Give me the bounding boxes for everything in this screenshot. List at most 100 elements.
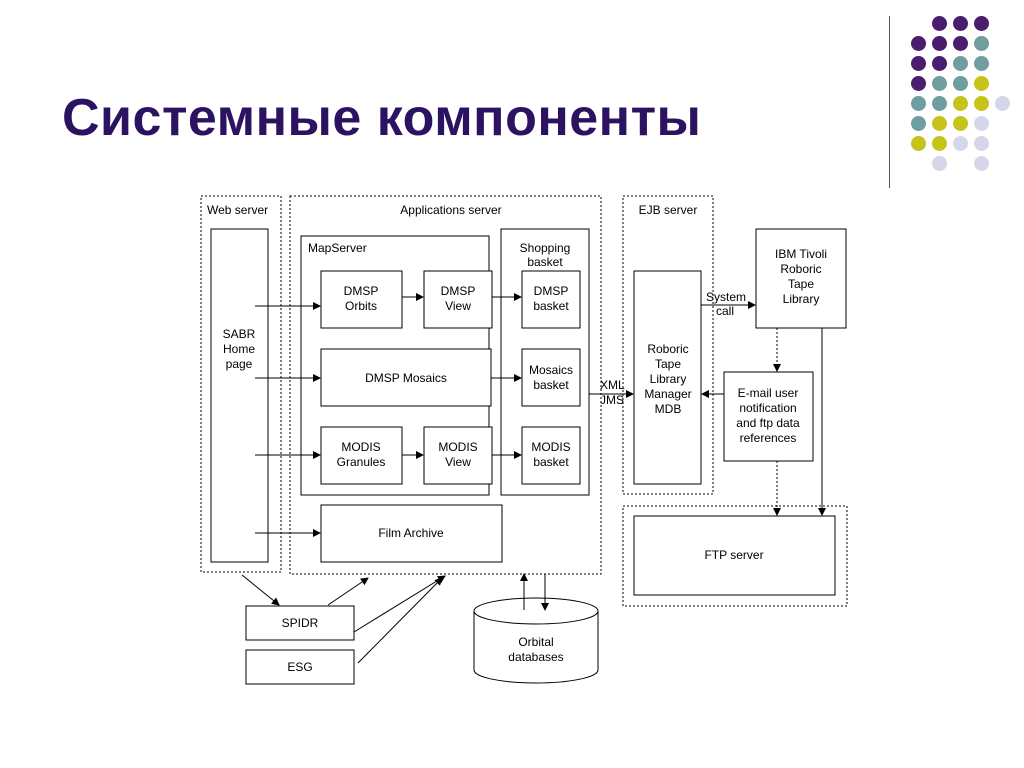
sabr-label-2: Home <box>223 342 255 356</box>
orbital-databases-label-2: databases <box>508 650 563 664</box>
xml-label: XML <box>600 378 625 392</box>
modis-view-label-2: View <box>445 455 471 469</box>
roboric-tape-library-manager-box <box>633 270 702 485</box>
decorative-dot <box>932 76 947 91</box>
decorative-dot <box>953 96 968 111</box>
modis-basket-label-2: basket <box>533 455 569 469</box>
dmsp-view-label-2: View <box>445 299 471 313</box>
decorative-dot <box>974 136 989 151</box>
email-label-4: references <box>740 431 797 445</box>
roboric-manager-label-1: Roboric <box>647 342 688 356</box>
decorative-dot <box>932 36 947 51</box>
dmsp-view-box <box>423 270 493 329</box>
dmsp-basket-label-1: DMSP <box>534 284 569 298</box>
arrow-esg-to-apps <box>357 577 443 664</box>
sabr-home-page-box <box>210 228 269 563</box>
arrow-spidr-to-apps <box>327 577 369 606</box>
email-label-1: E-mail user <box>738 386 799 400</box>
spidr-label: SPIDR <box>282 616 319 630</box>
ftp-server-label: FTP server <box>704 548 763 562</box>
tivoli-label-3: Tape <box>788 277 814 291</box>
dmsp-orbits-label-1: DMSP <box>344 284 379 298</box>
modis-view-label-1: MODIS <box>438 440 477 454</box>
decorative-dot <box>974 156 989 171</box>
decorative-dot <box>953 56 968 71</box>
decorative-dot <box>932 136 947 151</box>
email-label-3: and ftp data <box>736 416 800 430</box>
jms-label: JMS <box>600 393 624 407</box>
modis-basket-box <box>521 426 581 485</box>
decorative-dot <box>974 96 989 111</box>
decorative-dot <box>995 96 1010 111</box>
dmsp-mosaics-box <box>320 348 492 407</box>
decorative-dot <box>911 96 926 111</box>
orbital-databases-cylinder <box>473 597 599 684</box>
dmsp-orbits-label-2: Orbits <box>345 299 377 313</box>
sabr-label-3: page <box>226 357 253 371</box>
shopping-basket-label-2: basket <box>527 255 563 269</box>
decorative-dot <box>953 76 968 91</box>
dmsp-orbits-box <box>320 270 403 329</box>
spidr-box <box>245 605 355 641</box>
mosaics-basket-box <box>521 348 581 407</box>
decorative-dot <box>974 76 989 91</box>
decorative-dot <box>911 76 926 91</box>
roboric-manager-label-3: Library <box>650 372 687 386</box>
decorative-dot <box>953 136 968 151</box>
modis-view-box <box>423 426 493 485</box>
decorative-dot <box>974 36 989 51</box>
decorative-dot <box>974 116 989 131</box>
modis-basket-label-1: MODIS <box>531 440 570 454</box>
decorative-dot <box>953 16 968 31</box>
decorative-dot <box>911 136 926 151</box>
decorative-dot <box>974 56 989 71</box>
decorative-dot <box>953 36 968 51</box>
decorative-dot <box>932 96 947 111</box>
email-notification-box <box>723 371 814 462</box>
decorative-dot <box>932 156 947 171</box>
modis-granules-label-2: Granules <box>337 455 386 469</box>
dmsp-basket-label-2: basket <box>533 299 569 313</box>
orbital-databases-label-1: Orbital <box>518 635 553 649</box>
applications-server-container <box>289 195 602 575</box>
decorative-dot <box>953 116 968 131</box>
roboric-manager-label-2: Tape <box>655 357 681 371</box>
tivoli-label-4: Library <box>783 292 820 306</box>
roboric-manager-label-5: MDB <box>655 402 682 416</box>
ftp-server-container <box>622 505 848 607</box>
dmsp-mosaics-label: DMSP Mosaics <box>365 371 447 385</box>
ejb-server-label: EJB server <box>639 203 698 217</box>
mosaics-basket-label-2: basket <box>533 378 569 392</box>
decorative-dot <box>911 116 926 131</box>
ibm-tivoli-box <box>755 228 847 329</box>
film-archive-box <box>320 504 503 563</box>
ftp-server-box <box>633 515 836 596</box>
decorative-dot <box>911 36 926 51</box>
esg-box <box>245 649 355 685</box>
system-label: System <box>706 290 746 304</box>
dmsp-basket-box <box>521 270 581 329</box>
tivoli-label-2: Roboric <box>780 262 821 276</box>
applications-server-label: Applications server <box>400 203 501 217</box>
decorative-dot <box>932 116 947 131</box>
arrow-spidr-to-apps-2 <box>353 575 446 633</box>
slide-title: Системные компоненты <box>62 89 702 147</box>
decorative-dot <box>932 56 947 71</box>
web-server-container <box>200 195 282 573</box>
mosaics-basket-label-1: Mosaics <box>529 363 573 377</box>
modis-granules-box <box>320 426 403 485</box>
call-label: call <box>716 304 734 318</box>
tivoli-label-1: IBM Tivoli <box>775 247 827 261</box>
dmsp-view-label-1: DMSP <box>441 284 476 298</box>
sabr-label-1: SABR <box>223 327 256 341</box>
decorative-dot <box>911 56 926 71</box>
decorative-dot <box>932 16 947 31</box>
decorative-dot <box>974 16 989 31</box>
modis-granules-label-1: MODIS <box>341 440 380 454</box>
web-server-label: Web server <box>207 203 268 217</box>
shopping-basket-label-1: Shopping <box>520 241 571 255</box>
roboric-manager-label-4: Manager <box>644 387 691 401</box>
map-server-label: MapServer <box>308 241 367 255</box>
ejb-server-container <box>622 195 714 495</box>
